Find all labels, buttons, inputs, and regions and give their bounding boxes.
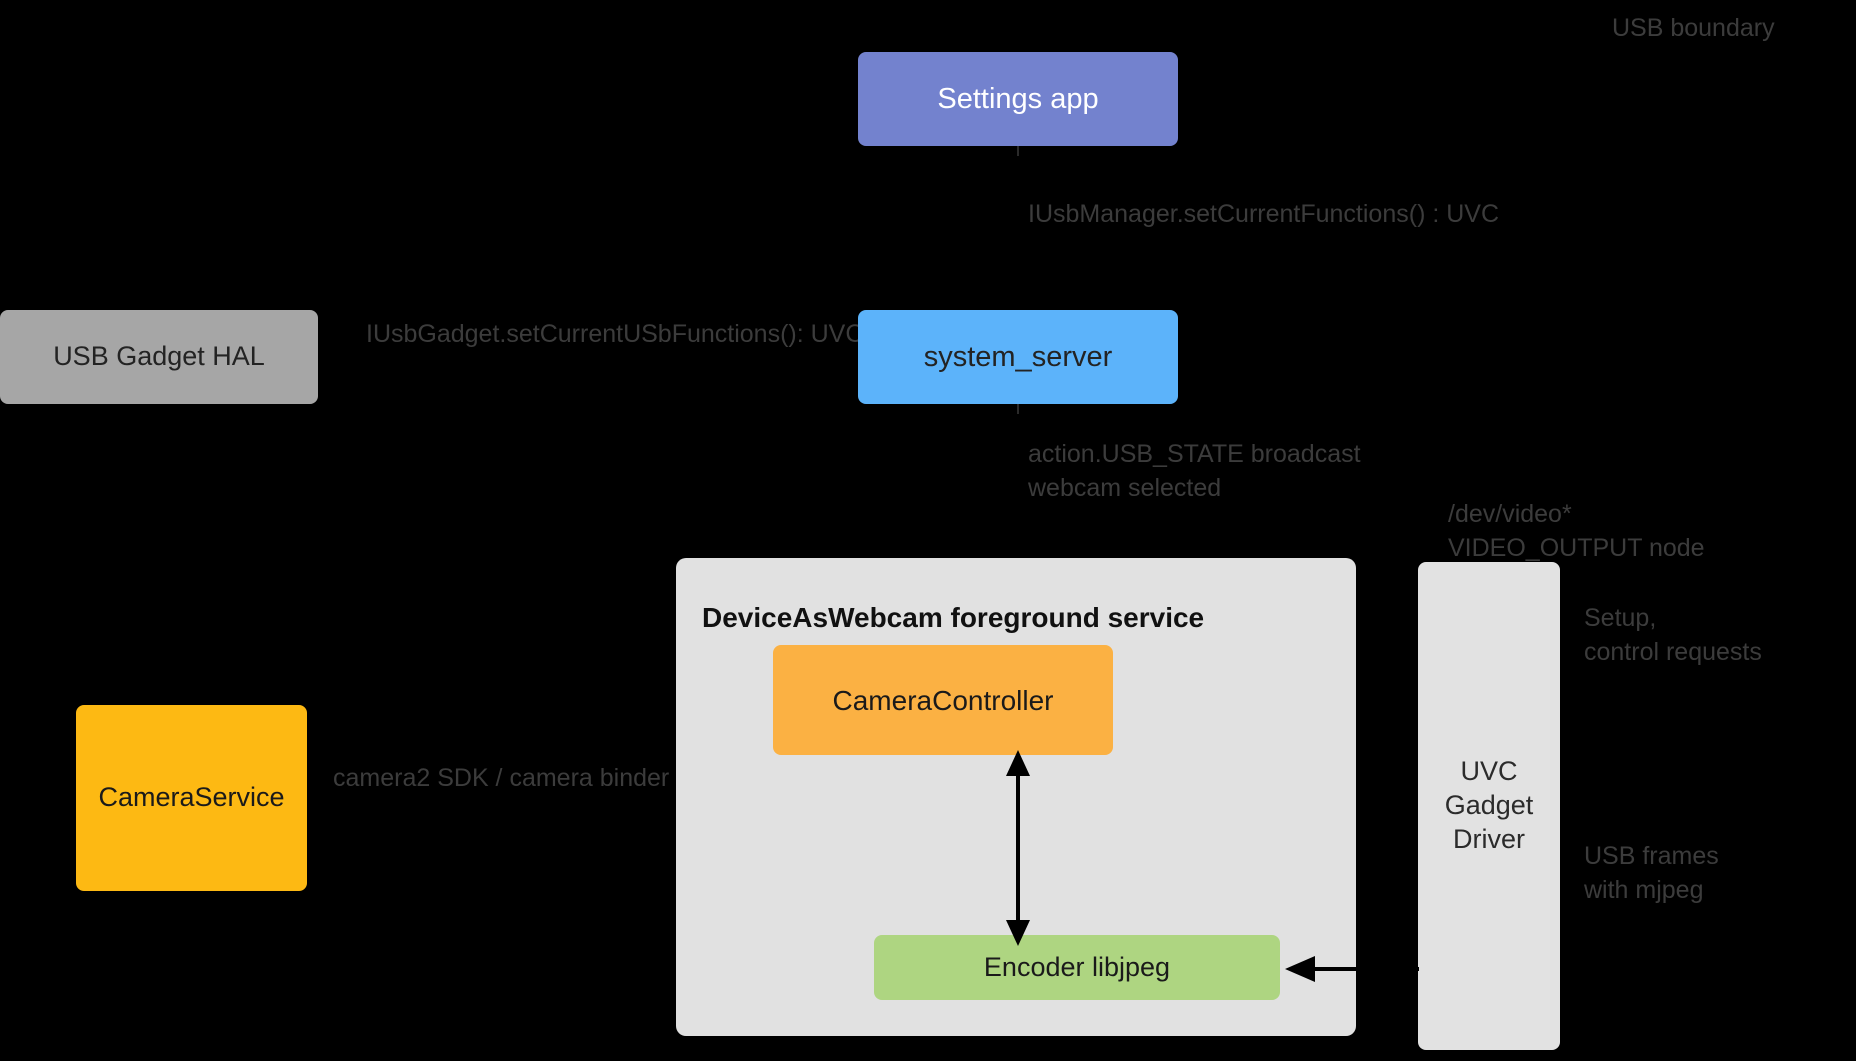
annotation-camera2-sdk-binder: camera2 SDK / camera binder [333, 764, 670, 792]
connector-stub-system-server [1017, 404, 1019, 414]
annotation-setup-control-requests: Setup, control requests [1584, 604, 1762, 666]
node-usb-gadget-hal[interactable]: USB Gadget HAL [0, 310, 318, 404]
node-settings-app[interactable]: Settings app [858, 52, 1178, 146]
node-camera-service[interactable]: CameraService [76, 705, 307, 891]
node-uvc-gadget-driver[interactable]: UVC Gadget Driver [1418, 562, 1560, 1050]
annotation-usb-state-broadcast: action.USB_STATE broadcast webcam select… [1028, 440, 1361, 502]
annotation-video-node: /dev/video* VIDEO_OUTPUT node [1448, 500, 1705, 562]
annotation-usb-boundary: USB boundary [1612, 14, 1775, 42]
node-system-server[interactable]: system_server [858, 310, 1178, 404]
annotation-iusbgadget-call: IUsbGadget.setCurrentUSbFunctions(): UVC [366, 320, 864, 348]
node-camera-controller[interactable]: CameraController [773, 645, 1113, 755]
annotation-usb-frames-mjpeg: USB frames with mjpeg [1584, 842, 1719, 904]
connector-stub-settings [1017, 146, 1019, 156]
deviceaswebcam-service-title: DeviceAsWebcam foreground service [702, 602, 1205, 633]
annotation-iusbmanager-call: IUsbManager.setCurrentFunctions() : UVC [1028, 200, 1500, 228]
node-encoder-libjpeg[interactable]: Encoder libjpeg [874, 935, 1280, 1000]
